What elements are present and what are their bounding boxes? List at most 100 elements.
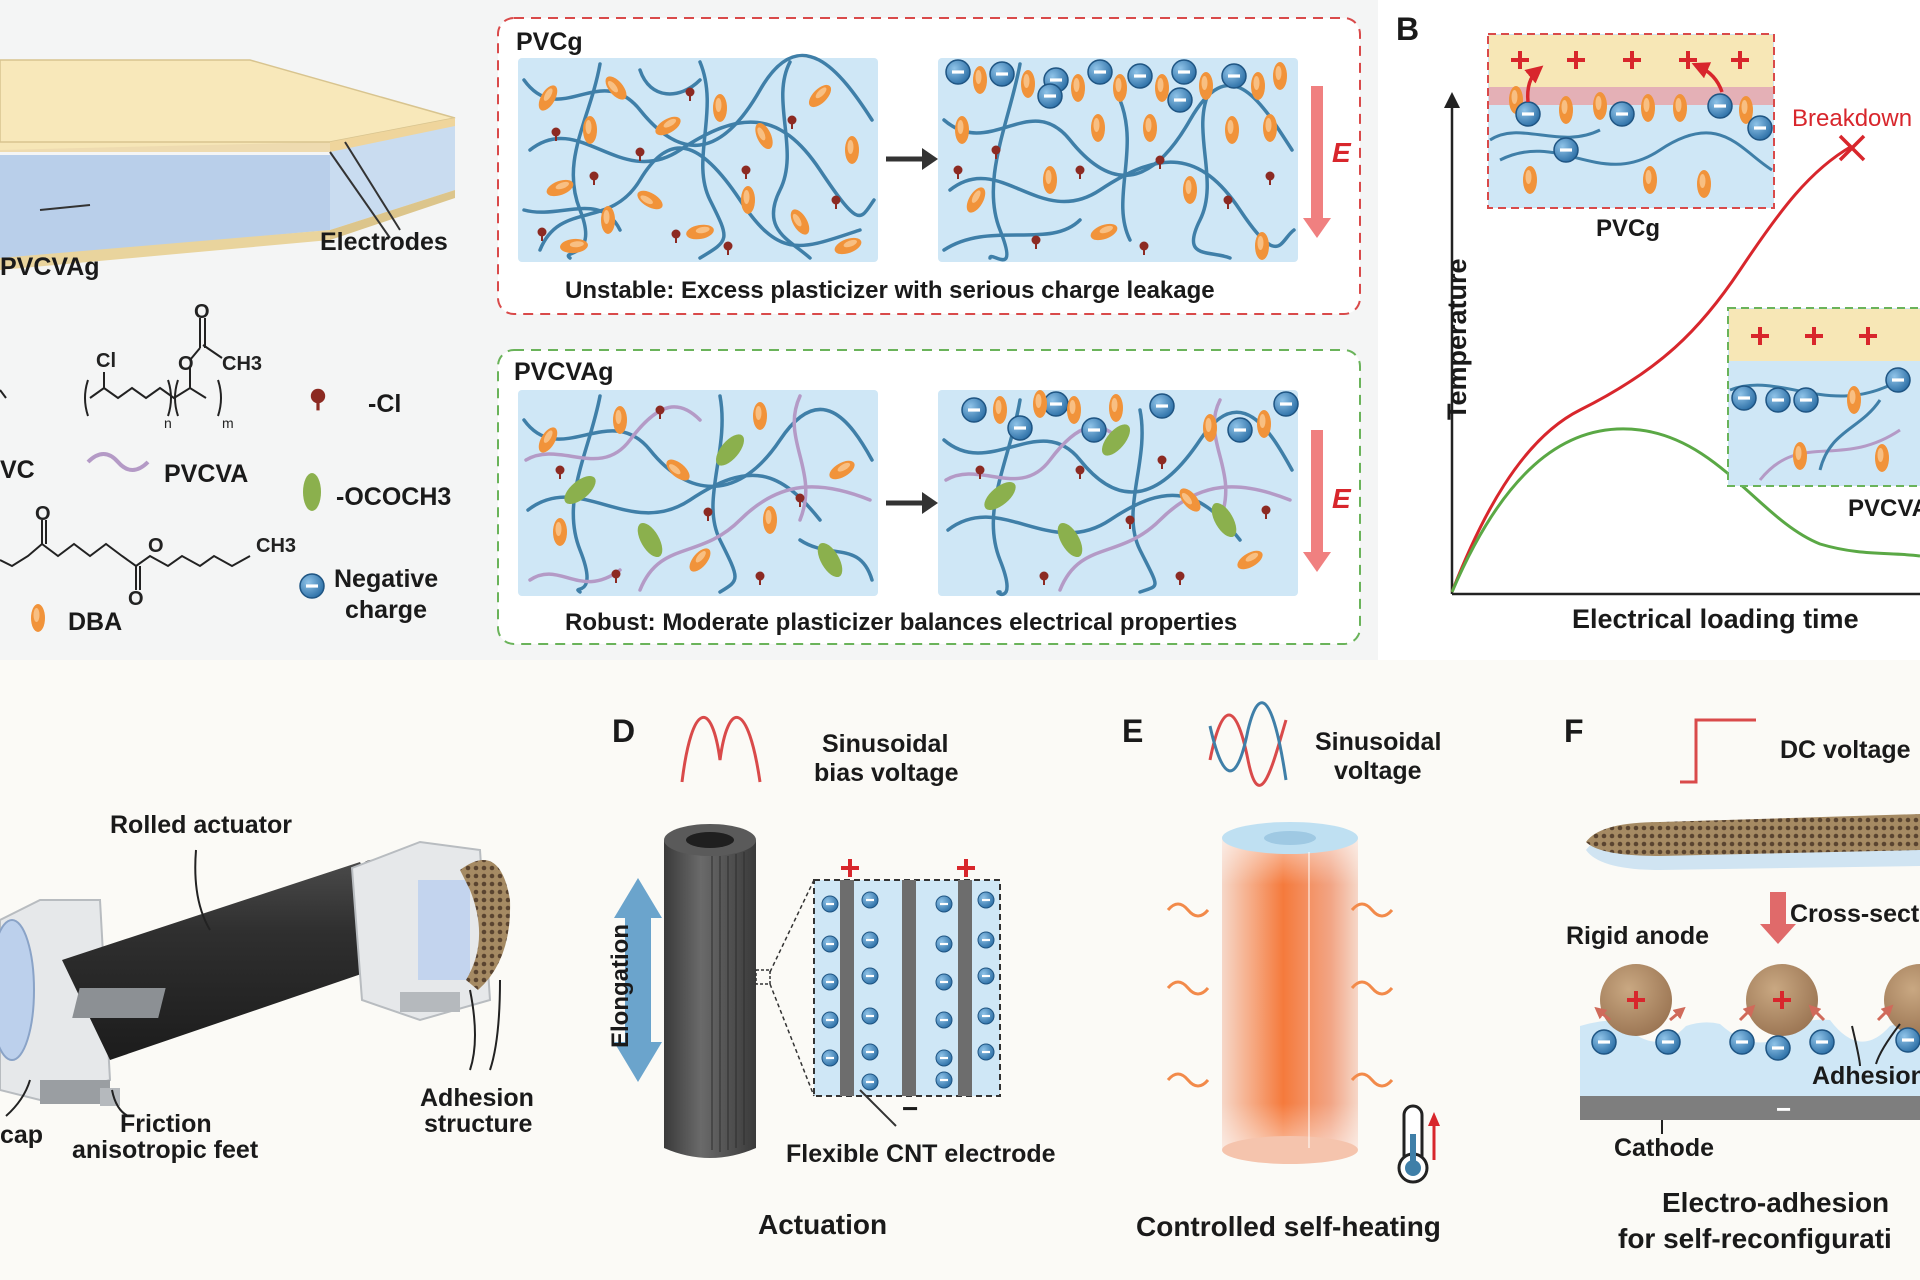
dc-voltage-label: DC voltage <box>1780 736 1911 764</box>
pvcvag-box-title: PVCVAg <box>514 358 614 386</box>
chlorine-legend-label: -Cl <box>368 390 401 418</box>
pvcvag-after-gel <box>938 390 1299 597</box>
breakdown-marker <box>1838 134 1866 162</box>
sinusoidal-wave-red-icon <box>1208 713 1288 787</box>
cathode-label: Cathode <box>1614 1134 1714 1162</box>
pvcvag-temperature-curve <box>1450 427 1920 593</box>
actuation-caption: Actuation <box>758 1209 887 1240</box>
pvcg-inset: PVCg <box>1487 33 1775 242</box>
dc-voltage-step-icon <box>1680 718 1756 784</box>
temperature-axes <box>1450 104 1920 596</box>
n-subscript: n <box>164 415 172 431</box>
pvcvag-inset: PVCVA <box>1727 307 1920 522</box>
rolled-actuator-device <box>0 840 511 1117</box>
panel-e: E Sinusoidal voltage <box>1122 701 1441 1242</box>
m-subscript: m <box>222 415 234 431</box>
pvcg-arrow <box>886 148 938 170</box>
panel-d-letter: D <box>612 713 635 749</box>
pvcva-legend-line <box>86 452 150 472</box>
cross-section-arrow: Cross-sect <box>1760 892 1920 944</box>
panel-f: F DC voltage Cross-sect Rigid anode <box>1564 713 1920 1254</box>
cl-atom-label: Cl <box>96 350 116 372</box>
rigid-anode-spheres <box>1600 964 1920 1036</box>
pvcva-legend-label: PVCVA <box>164 460 248 488</box>
adhesion-structure-label-line2: structure <box>424 1110 532 1138</box>
heat-waves <box>1166 902 1394 1088</box>
negative-legend-line2: charge <box>345 596 427 624</box>
thermometer-icon <box>1397 1104 1440 1184</box>
pvcvag-field-label: E <box>1332 483 1352 514</box>
cross-section-label: Cross-sect <box>1790 900 1920 928</box>
adhesion-label: Adhesion <box>1812 1062 1920 1090</box>
pvcg-after-gel <box>938 58 1298 262</box>
rolled-actuator-label: Rolled actuator <box>110 811 292 839</box>
panel-b: B Temperature Electrical loading time Br… <box>1378 0 1920 660</box>
pvcg-box: PVCg <box>497 17 1361 315</box>
pvcg-before-gel <box>518 53 878 262</box>
o-atom-label-1: O <box>178 353 194 375</box>
self-heating-caption: Controlled self-heating <box>1136 1211 1441 1242</box>
pvcva-structure <box>84 318 223 417</box>
friction-label-line1: Friction <box>120 1110 212 1138</box>
pvcg-field-label: E <box>1332 137 1352 168</box>
heating-tube <box>1222 822 1358 1164</box>
pvcg-inset-label: PVCg <box>1596 215 1660 242</box>
ch3-label: CH3 <box>222 353 262 375</box>
rigid-anode-label: Rigid anode <box>1566 922 1709 950</box>
panel-b-letter: B <box>1396 11 1419 47</box>
pvcvag-box-caption: Robust: Moderate plasticizer balances el… <box>565 609 1237 636</box>
dba-legend-icon <box>31 604 45 632</box>
cnt-electrode-inset: − <box>769 859 1001 1127</box>
y-axis-arrowhead <box>1444 92 1460 108</box>
anode-mesh-sheet <box>1586 814 1920 870</box>
dba-o-label-3: O <box>148 535 164 557</box>
cnt-electrode-label: Flexible CNT electrode <box>786 1140 1056 1168</box>
cathode-minus: − <box>1776 1094 1791 1124</box>
cap-label: cap <box>0 1121 43 1149</box>
y-axis-label: Temperature <box>1442 258 1472 420</box>
electro-adhesion-caption-line1: Electro-adhesion <box>1662 1187 1889 1218</box>
left-cap-lens <box>0 919 35 1061</box>
bias-voltage-label-line1: Sinusoidal <box>822 730 948 758</box>
negative-legend-line1: Negative <box>334 565 438 593</box>
pvcvag-inset-label: PVCVA <box>1848 495 1920 522</box>
ococh3-legend-label: -OCOCH3 <box>336 483 451 511</box>
friction-label-line2: anisotropic feet <box>72 1136 259 1164</box>
x-axis-label: Electrical loading time <box>1572 604 1859 634</box>
o-atom-label-2: O <box>194 301 210 323</box>
electrodes-label: Electrodes <box>320 228 448 256</box>
voltage-label-line2: voltage <box>1334 757 1422 785</box>
elongation-arrow: Elongation <box>607 878 662 1082</box>
right-mesh <box>460 860 511 990</box>
dba-ch3-label: CH3 <box>256 535 296 557</box>
panel-d: D Sinusoidal bias voltage Elongation <box>607 713 1056 1240</box>
electro-adhesion-caption-line2: for self-reconfigurati <box>1618 1223 1892 1254</box>
dba-o-label-2: O <box>128 588 144 610</box>
pvcvag-field-arrow: E <box>1303 430 1352 572</box>
panel-a: Electrodes PVCVAg Cl O O CH3 <box>0 0 1378 660</box>
inset-minus-charge: − <box>902 1093 918 1124</box>
bias-voltage-label-line2: bias voltage <box>814 759 959 787</box>
voltage-label-line1: Sinusoidal <box>1315 728 1441 756</box>
pvcg-box-caption: Unstable: Excess plasticizer with seriou… <box>565 277 1215 304</box>
sinusoidal-bias-wave-icon <box>680 715 762 783</box>
pvcvag-box: PVCVAg <box>497 349 1361 645</box>
pvcg-temperature-curve <box>1450 144 1853 593</box>
elongation-label: Elongation <box>607 924 634 1048</box>
panel-f-letter: F <box>1564 713 1584 749</box>
pvcvag-before-gel <box>518 390 878 596</box>
cylindrical-actuator <box>664 824 771 1158</box>
panel-c: Rolled actuator cap Friction anisotropic… <box>0 811 534 1164</box>
dba-o-label-1: O <box>35 503 51 525</box>
panel-e-letter: E <box>1122 713 1143 749</box>
ococh3-legend-icon <box>303 473 321 511</box>
sinusoidal-wave-blue-icon <box>1208 701 1288 781</box>
dba-legend-label: DBA <box>68 608 122 636</box>
negative-charge-legend-icon <box>299 573 325 599</box>
pvcvag-device-label: PVCVAg <box>0 253 100 281</box>
chemical-legend: Cl O O CH3 n m -Cl VC PVCVA -OCOCH3 O O … <box>0 301 451 636</box>
inset-plus-charges <box>841 859 975 877</box>
pvcg-inset-leak-arrows <box>1524 62 1724 103</box>
pvc-structure-partial <box>0 389 7 399</box>
